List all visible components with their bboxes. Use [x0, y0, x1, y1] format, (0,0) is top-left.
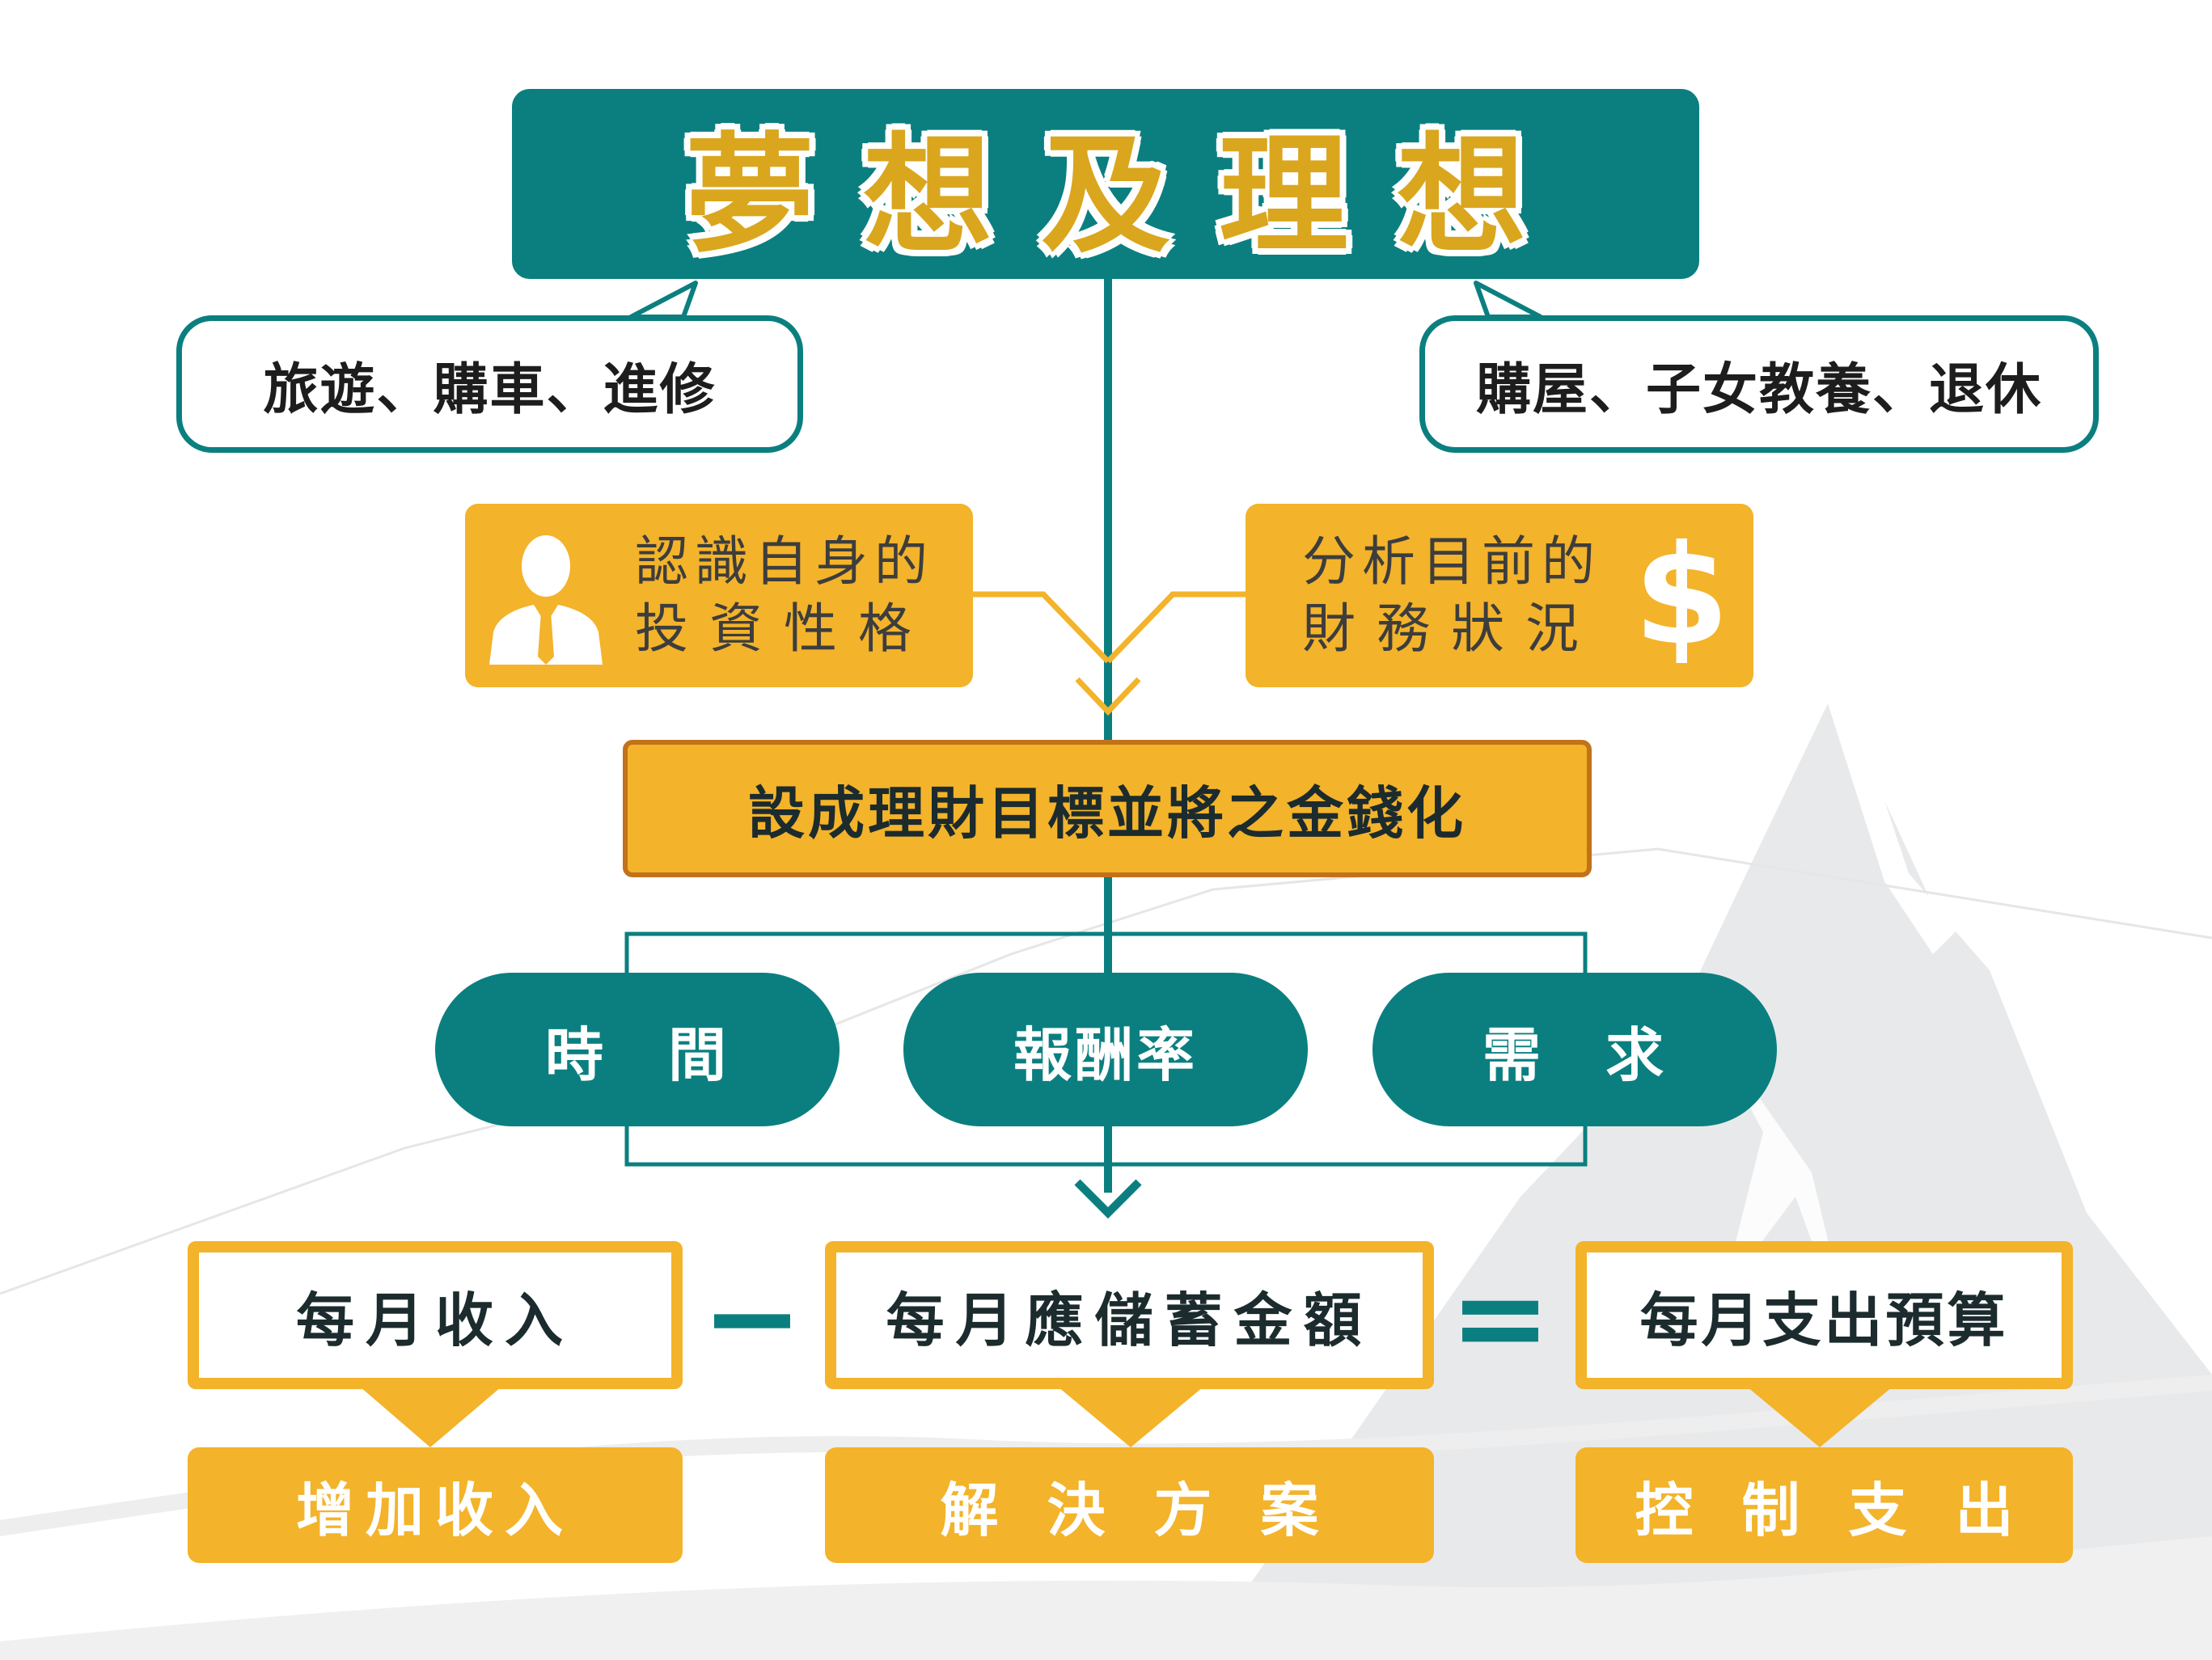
factor-return-label: 報酬率 [1013, 1020, 1198, 1089]
dollar-sign-icon: $ [1634, 515, 1730, 676]
monthly-budget-box: 每月支出預算 [1575, 1241, 2073, 1389]
factor-time: 時 間 [435, 973, 840, 1126]
bubble-right-text: 購屋、子女教養、退休 [1475, 357, 2042, 422]
action-control-spending: 控制支出 [1575, 1447, 2073, 1563]
goal-box: 設成理財目標並將之金錢化 [623, 740, 1592, 877]
monthly-income-label: 每月收入 [295, 1286, 574, 1354]
minus-operator: − [701, 1248, 803, 1388]
minus-sign: − [701, 1248, 803, 1388]
info-left-line2: 投資性格 [635, 597, 933, 660]
action-solution: 解決方案 [825, 1447, 1434, 1563]
person-silhouette-icon [489, 534, 603, 665]
action-control-spending-label: 控制支出 [1635, 1476, 2062, 1544]
monthly-savings-label: 每月應儲蓄金額 [886, 1286, 1373, 1354]
monthly-savings-box: 每月應儲蓄金額 [825, 1241, 1434, 1389]
info-box-investment-personality: 認識自身的 投資性格 [465, 504, 973, 687]
info-right-text: 分析目前的 財務狀況 [1302, 529, 1601, 662]
factor-time-label: 時 間 [544, 1020, 730, 1089]
action-increase-income: 增加收入 [188, 1447, 683, 1563]
title-banner: 夢想及理想 [512, 89, 1699, 279]
info-left-line1: 認識自身的 [635, 530, 934, 593]
bubble-left: 旅遊、購車、進修 [176, 315, 803, 453]
equals-sign: = [1449, 1248, 1551, 1388]
factor-return-rate: 報酬率 [903, 973, 1308, 1126]
action-increase-income-label: 增加收入 [295, 1476, 574, 1544]
factor-demand: 需 求 [1372, 973, 1777, 1126]
monthly-income-box: 每月收入 [188, 1241, 683, 1389]
goal-text: 設成理財目標並將之金錢化 [748, 779, 1466, 847]
info-box-financial-status: 分析目前的 財務狀況 $ [1246, 504, 1753, 687]
factor-demand-label: 需 求 [1482, 1020, 1667, 1089]
monthly-budget-label: 每月支出預算 [1639, 1286, 2009, 1354]
bubble-left-text: 旅遊、購車、進修 [263, 357, 717, 422]
info-right-line2: 財務狀況 [1302, 597, 1600, 660]
info-right-line1: 分析目前的 [1302, 530, 1601, 593]
bubble-right: 購屋、子女教養、退休 [1419, 315, 2099, 453]
equals-operator: = [1449, 1248, 1551, 1388]
page-title: 夢想及理想 [684, 119, 1575, 271]
down-arrow-icon [1074, 1179, 1142, 1219]
info-left-text: 認識自身的 投資性格 [635, 529, 934, 662]
action-solution-label: 解決方案 [940, 1476, 1368, 1544]
